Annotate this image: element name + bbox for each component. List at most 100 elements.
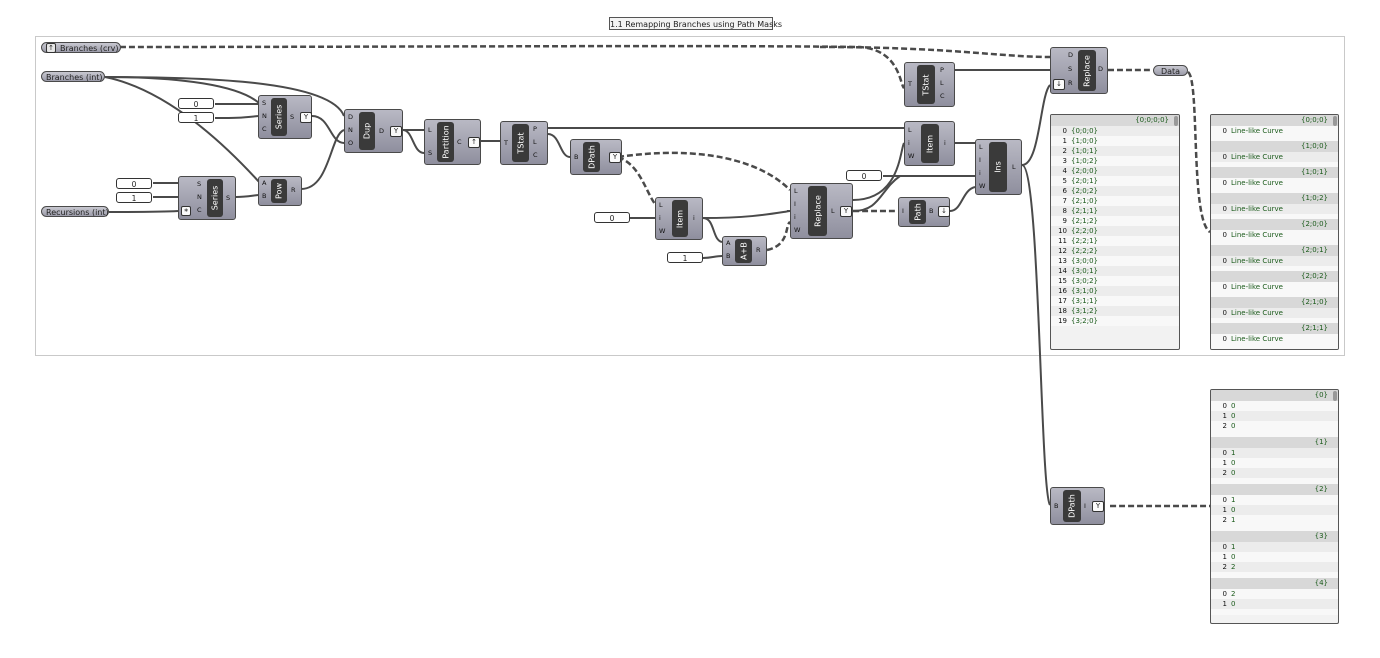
branches-int-param[interactable]: Branches (int)	[41, 71, 105, 82]
port-c[interactable]: C	[457, 138, 462, 146]
port-r[interactable]: R	[756, 246, 761, 254]
port-c[interactable]: C	[533, 151, 538, 159]
flatten-down-icon[interactable]: ↓	[938, 206, 950, 217]
flatten-up-icon[interactable]: ↑	[468, 137, 480, 148]
dup-component[interactable]: D N O Dup D Y	[344, 109, 403, 153]
number-input[interactable]: 0	[594, 212, 630, 223]
graft-icon[interactable]: Y	[609, 152, 621, 163]
pow-component[interactable]: A B Pow R	[258, 176, 302, 206]
port-l[interactable]: L	[794, 187, 798, 195]
port-w[interactable]: W	[659, 227, 666, 235]
port-c[interactable]: C	[262, 125, 267, 133]
graft-icon[interactable]: Y	[300, 112, 312, 123]
port-n[interactable]: N	[262, 112, 267, 120]
port-b[interactable]: B	[929, 207, 934, 215]
port-t[interactable]: T	[908, 80, 912, 88]
port-t[interactable]: T	[504, 139, 508, 147]
port-l[interactable]: L	[940, 79, 944, 87]
port-n[interactable]: N	[348, 126, 353, 134]
port-l[interactable]: L	[979, 143, 983, 151]
scrollbar[interactable]	[1174, 116, 1178, 126]
list-item-component[interactable]: L i W Item i	[655, 197, 703, 240]
graft-icon[interactable]: Y	[840, 206, 852, 217]
port-w[interactable]: W	[979, 182, 986, 190]
port-i[interactable]: I	[1084, 502, 1086, 510]
port-p[interactable]: P	[533, 125, 537, 133]
recursions-int-param[interactable]: Recursions (int)	[41, 206, 109, 217]
branches-crv-param[interactable]: ↑Branches (crv)	[41, 42, 121, 53]
scrollbar[interactable]	[1333, 391, 1337, 401]
data-param[interactable]: Data	[1153, 65, 1188, 76]
port-p[interactable]: P	[940, 66, 944, 74]
port-i[interactable]: i	[794, 213, 796, 221]
port-i[interactable]: i	[659, 214, 661, 222]
port-capital-i[interactable]: I	[979, 156, 981, 164]
port-i[interactable]: i	[908, 139, 910, 147]
series-component[interactable]: S N C ∗ Series S	[178, 176, 236, 220]
tstat-component[interactable]: T TStat P L C	[904, 62, 955, 107]
port-d-out[interactable]: D	[1098, 65, 1104, 73]
port-capital-i[interactable]: I	[794, 200, 796, 208]
series-component[interactable]: S N C Series S Y	[258, 95, 312, 139]
port-d-out[interactable]: D	[379, 127, 385, 135]
port-i-out[interactable]: i	[944, 139, 946, 147]
port-a[interactable]: A	[262, 179, 267, 187]
graft-icon[interactable]: Y	[390, 126, 402, 137]
number-input[interactable]: 0	[116, 178, 152, 189]
insert-items-component[interactable]: L I i W Ins L	[975, 139, 1022, 195]
port-s-out[interactable]: S	[226, 194, 231, 202]
port-s[interactable]: S	[1068, 65, 1073, 73]
port-i-out[interactable]: i	[693, 214, 695, 222]
scrollbar[interactable]	[1333, 116, 1337, 126]
number-input[interactable]: 1	[667, 252, 703, 263]
port-s[interactable]: S	[262, 99, 267, 107]
list-item-component[interactable]: L i W Item i	[904, 121, 955, 166]
port-r[interactable]: R	[291, 186, 296, 194]
port-a[interactable]: A	[726, 239, 731, 247]
group-title[interactable]: 1.1 Remapping Branches using Path Masks	[609, 17, 782, 30]
port-l[interactable]: L	[428, 126, 432, 134]
port-d[interactable]: D	[348, 113, 354, 121]
port-d[interactable]: D	[1068, 51, 1074, 59]
replace-paths-component[interactable]: L I i W Replace L Y	[790, 183, 853, 239]
port-l[interactable]: L	[659, 201, 663, 209]
port-b[interactable]: B	[726, 252, 731, 260]
number-input[interactable]: 1	[178, 112, 214, 123]
port-s[interactable]: S	[428, 149, 433, 157]
port-l-out[interactable]: L	[1012, 163, 1016, 171]
port-l[interactable]: L	[908, 126, 912, 134]
partition-component[interactable]: L S Partition C ↑	[424, 119, 481, 165]
port-r[interactable]: R	[1068, 79, 1073, 87]
port-b[interactable]: B	[1054, 502, 1059, 510]
port-c[interactable]: C	[940, 92, 945, 100]
tstat-component[interactable]: T TStat P L C	[500, 121, 548, 165]
addition-component[interactable]: A B A+B R	[722, 236, 767, 266]
path-component[interactable]: I Path B ↓	[898, 197, 950, 227]
replace-paths-component[interactable]: D S R ↓ Replace D	[1050, 47, 1108, 94]
port-l-out[interactable]: L	[831, 207, 835, 215]
port-b[interactable]: B	[262, 192, 267, 200]
port-o[interactable]: O	[348, 139, 354, 147]
port-i[interactable]: I	[902, 207, 904, 215]
number-input[interactable]: 0	[846, 170, 882, 181]
port-s-out[interactable]: S	[290, 113, 295, 121]
port-c[interactable]: C	[197, 206, 202, 214]
port-s[interactable]: S	[197, 180, 202, 188]
dpath-component[interactable]: B DPath I Y	[1050, 487, 1105, 525]
number-input[interactable]: 1	[116, 192, 152, 203]
port-l[interactable]: L	[533, 138, 537, 146]
port-i[interactable]: i	[979, 169, 981, 177]
graft-icon[interactable]: Y	[1092, 501, 1104, 512]
port-n[interactable]: N	[197, 193, 202, 201]
number-input[interactable]: 0	[178, 98, 214, 109]
port-b[interactable]: B	[574, 153, 579, 161]
port-w[interactable]: W	[794, 226, 801, 234]
flatten-down-icon[interactable]: ↓	[1053, 79, 1065, 90]
port-w[interactable]: W	[908, 152, 915, 160]
paths-panel[interactable]: {0;0;0;0} 0{0;0;0}1{1;0;0}2{1;0;1}3{1;0;…	[1050, 114, 1180, 350]
expression-icon[interactable]: ∗	[181, 206, 191, 216]
dpath-component[interactable]: B DPath Y	[570, 139, 622, 175]
